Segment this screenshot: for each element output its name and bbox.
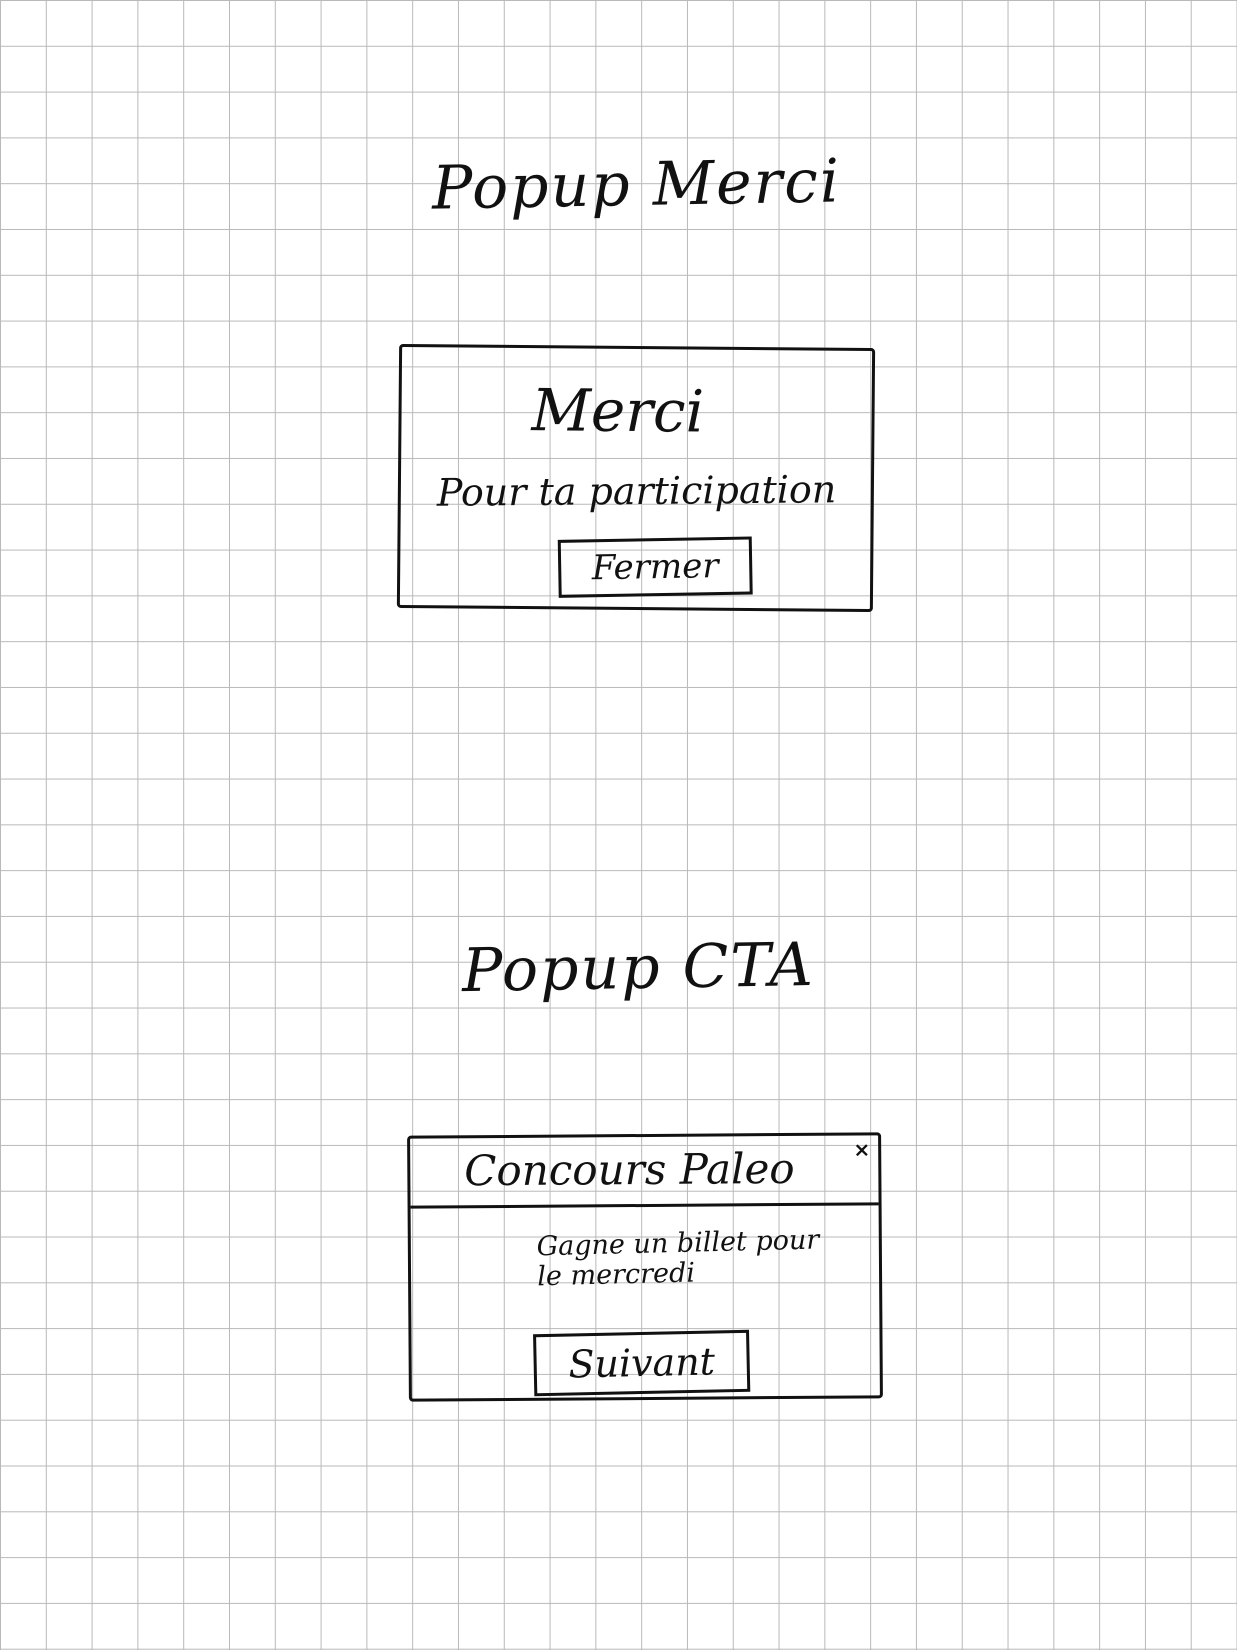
close-button[interactable]: Fermer: [557, 536, 753, 598]
popup-heading: Merci: [531, 376, 705, 446]
next-button[interactable]: Suivant: [533, 1329, 751, 1397]
popup-body-text: Gagne un billet pour le mercredi: [536, 1224, 820, 1293]
popup-cta-wireframe: Concours Paleo × Gagne un billet pour le…: [407, 1132, 883, 1402]
popup-header-title: Concours Paleo: [464, 1143, 795, 1196]
close-icon[interactable]: ×: [853, 1137, 871, 1162]
popup-header: Concours Paleo ×: [410, 1135, 879, 1209]
section-title-popup-cta: Popup CTA: [461, 929, 816, 1007]
popup-merci-wireframe: Merci Pour ta participation Fermer: [396, 343, 876, 613]
popup-subheading: Pour ta participation: [436, 467, 837, 515]
section-title-popup-merci: Popup Merci: [431, 146, 842, 224]
